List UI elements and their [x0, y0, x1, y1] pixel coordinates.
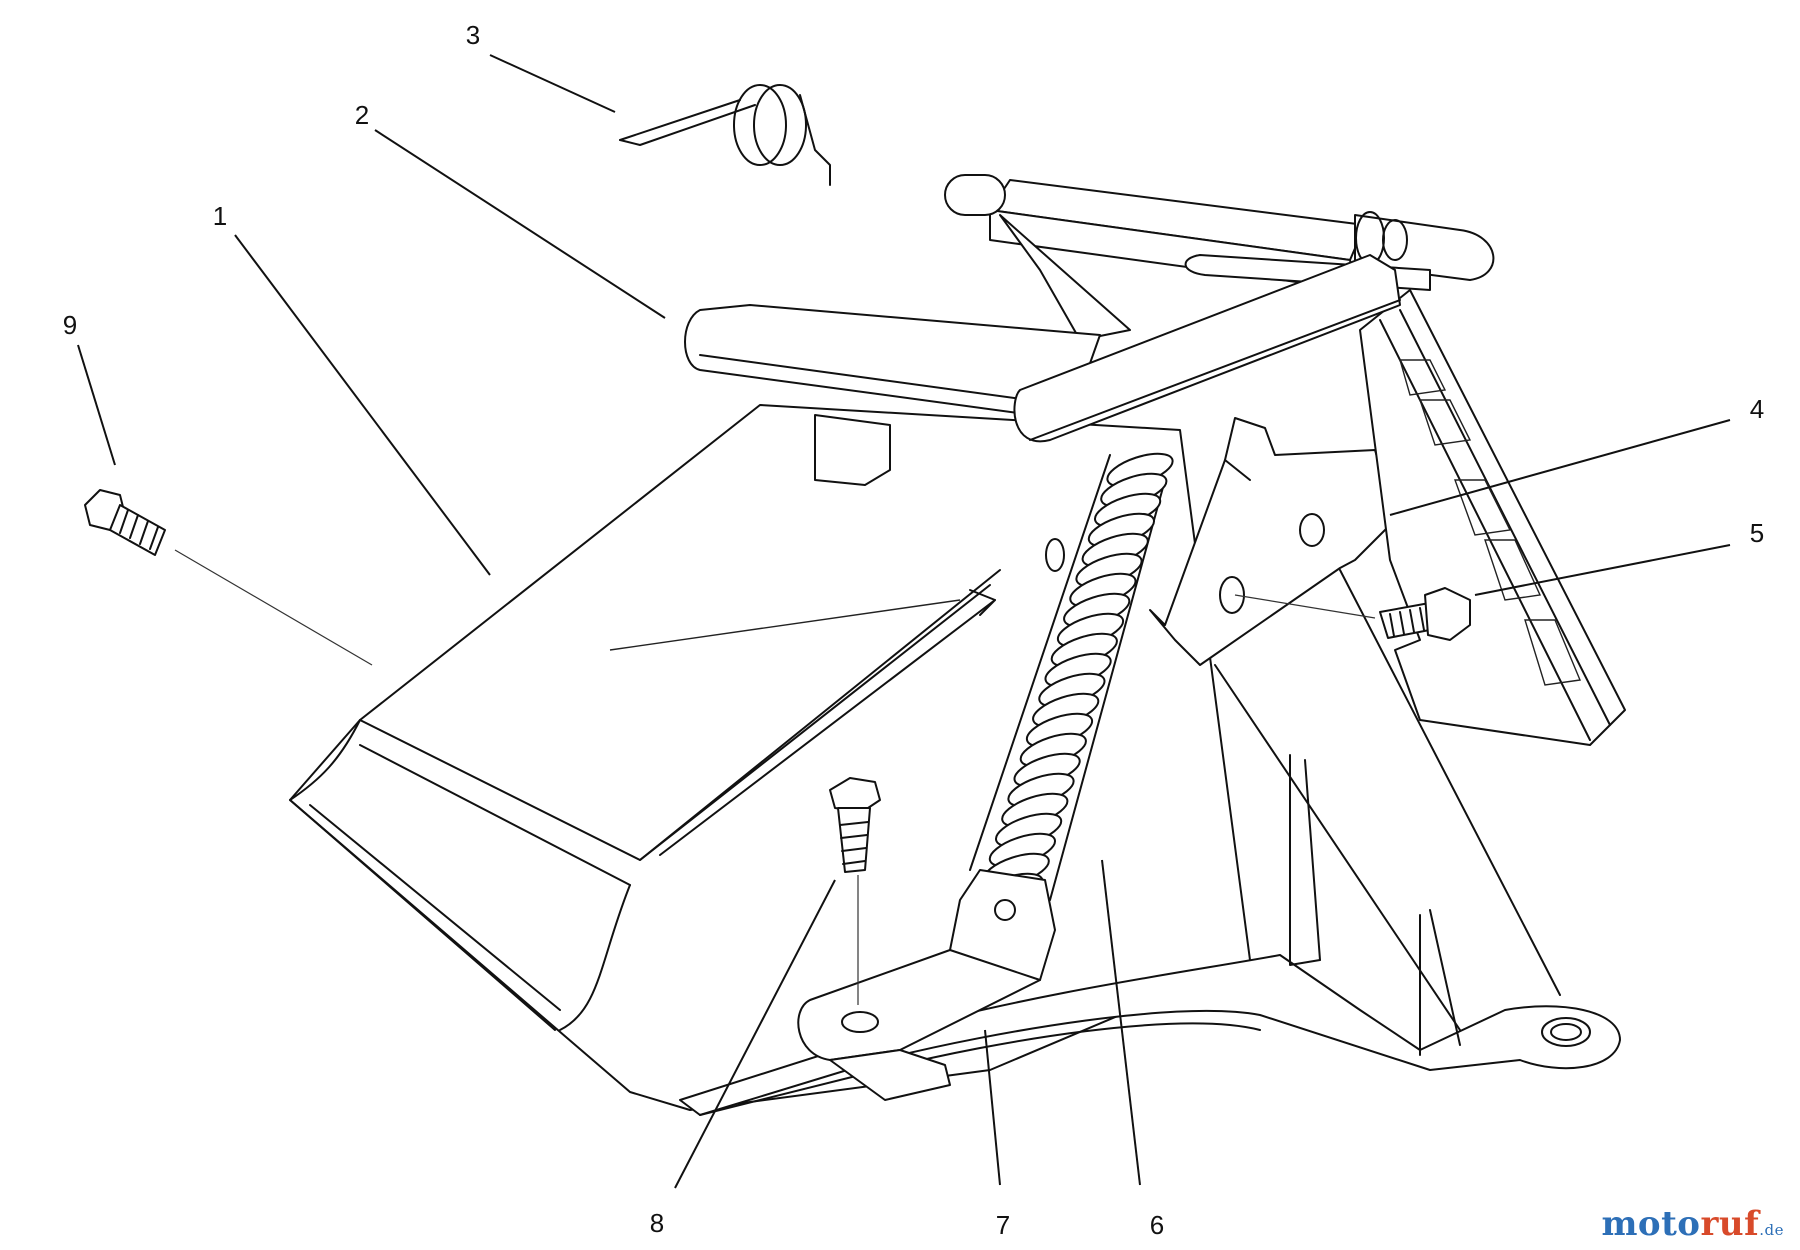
leader-8	[674, 879, 836, 1189]
callout-6: 6	[1150, 1210, 1164, 1240]
leader-7	[984, 1029, 1001, 1186]
callout-1: 1	[213, 201, 227, 231]
part-bolt-5	[1234, 587, 1471, 641]
leader-lines	[77, 54, 1731, 1189]
watermark-part-a: moto	[1601, 1204, 1701, 1244]
leader-3	[489, 54, 616, 113]
watermark-logo: motoruf.de	[1601, 1204, 1784, 1244]
callout-3: 3	[466, 20, 480, 50]
leader-6	[1101, 859, 1141, 1186]
part-handle	[684, 174, 1495, 486]
callout-8: 8	[650, 1208, 664, 1238]
callout-4: 4	[1750, 394, 1764, 424]
part-bolt-9	[84, 489, 373, 666]
watermark-tld: .de	[1759, 1221, 1784, 1239]
part-bolt-8	[829, 777, 881, 1005]
callout-7: 7	[996, 1210, 1010, 1240]
watermark-part-b: ruf	[1700, 1204, 1760, 1244]
leader-2	[374, 129, 666, 319]
callout-2: 2	[355, 100, 369, 130]
leader-1	[234, 234, 491, 576]
part-base-rail	[679, 754, 1621, 1116]
leader-4	[1389, 419, 1731, 516]
part-lower-bracket	[797, 869, 1056, 1101]
leader-5	[1474, 544, 1731, 596]
callout-labels: 1 2 3 4 5 6 7 8 9	[63, 20, 1764, 1240]
callout-5: 5	[1750, 518, 1764, 548]
part-spring-clip	[619, 84, 831, 186]
callout-9: 9	[63, 310, 77, 340]
leader-9	[77, 344, 116, 466]
